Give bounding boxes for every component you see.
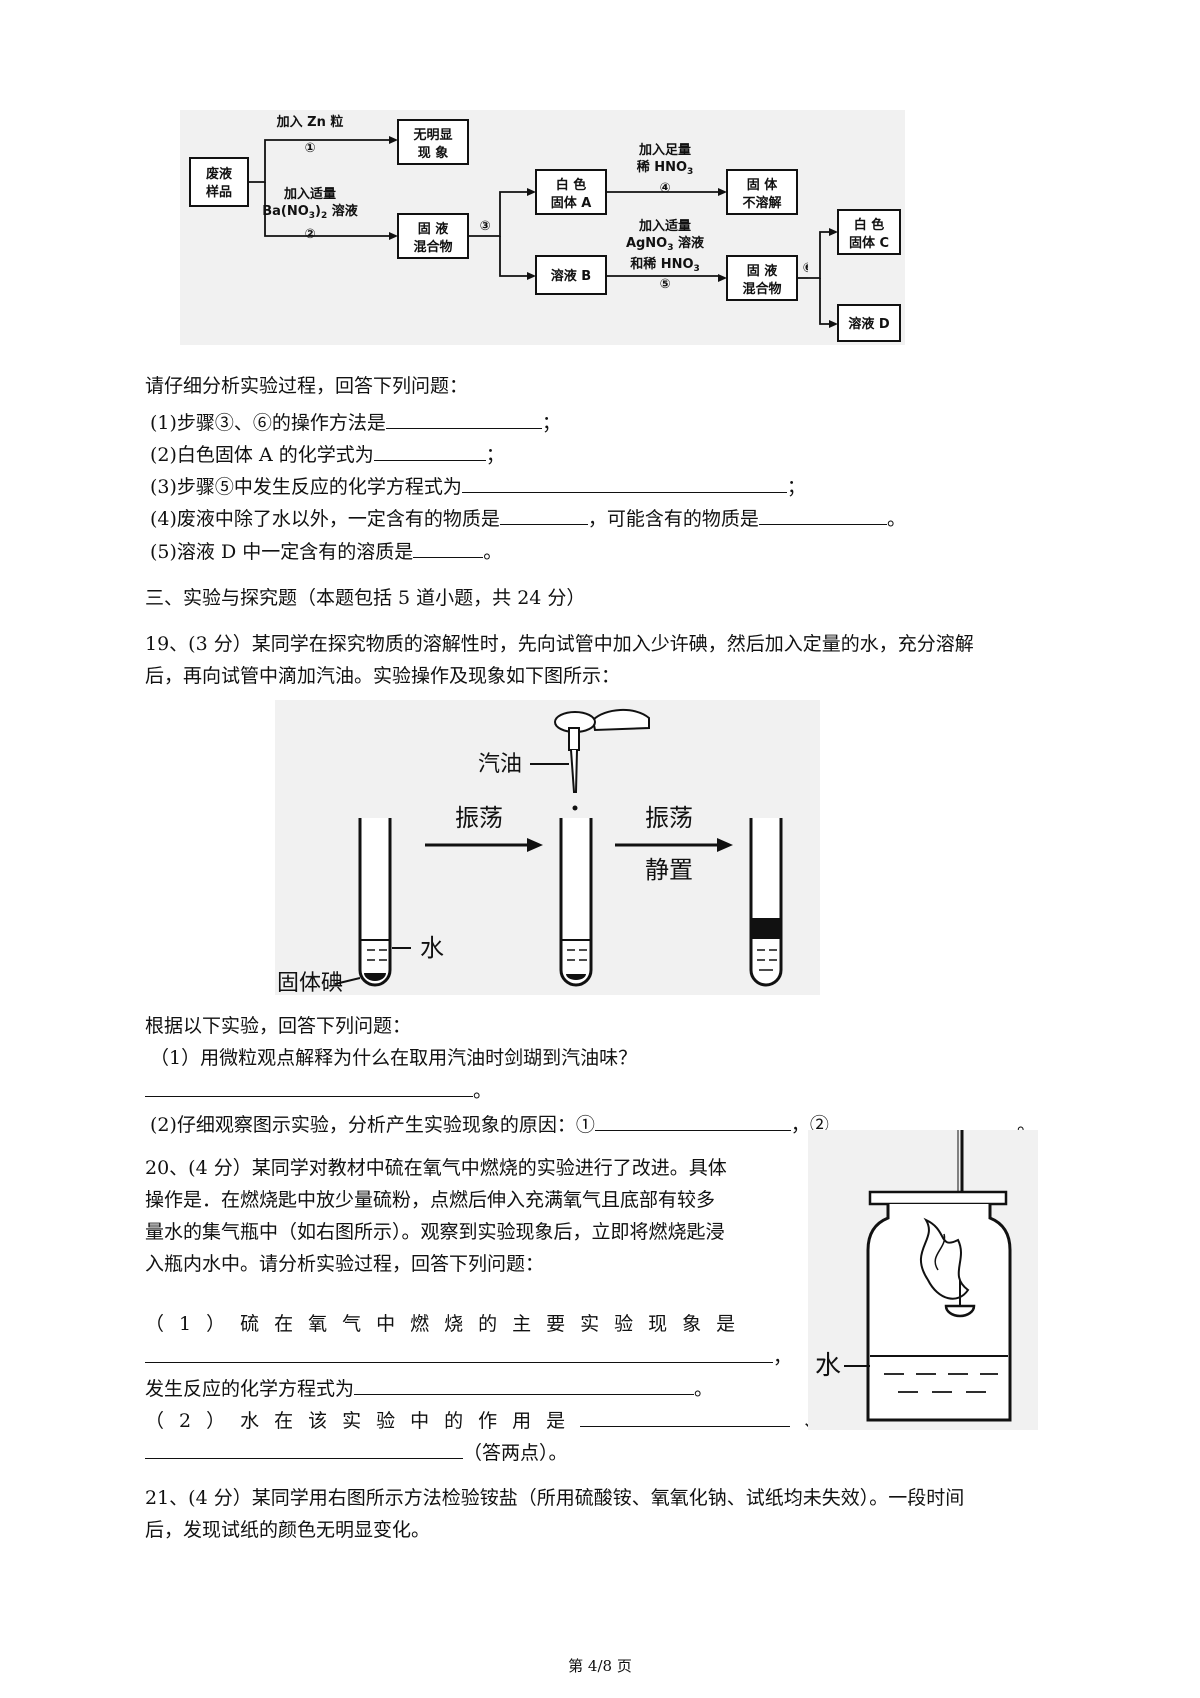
q21-line1: 21、(4 分）某同学用右图所示方法检验铵盐（所用硫酸铵、氧氧化钠、试纸均未失效…: [145, 1487, 965, 1509]
q18-part4: (4)废液中除了水以外，一定含有的物质是，可能含有的物质是。: [150, 504, 906, 533]
q19-part1: （1）用微粒观点解释为什么在取用汽油时剑瑚到汽油味？: [150, 1047, 638, 1069]
add-hno3-line2: 稀 HNO3: [637, 159, 694, 177]
q20-part1-answer: ，: [145, 1342, 792, 1371]
solid-insoluble-line1: 固 体: [747, 177, 779, 193]
q20-line4: 入瓶内水中。请分析实验过程，回答下列问题：: [145, 1253, 545, 1275]
add-agno3-line2: AgNO3 溶液: [626, 235, 704, 253]
mix2-line2: 混合物: [742, 281, 781, 297]
bano3-reagent-label: Ba(NO3)2 溶液: [262, 203, 358, 221]
add-hno3-line1: 加入足量: [638, 143, 691, 158]
solution-d-label: 溶液 D: [848, 316, 890, 332]
answer-blank[interactable]: [373, 440, 486, 461]
answer-blank[interactable]: [354, 1374, 695, 1395]
add-agno3-line1: 加入适量: [638, 218, 691, 234]
answer-blank[interactable]: [413, 537, 484, 558]
add-zn-label: 加入 Zn 粒: [276, 114, 344, 130]
stand-label: 静置: [645, 856, 693, 884]
q20-line2: 操作是．在燃烧匙中放少量硫粉，点燃后伸入充满氧气且底部有较多: [145, 1189, 716, 1211]
q19-line1: 19、(3 分）某同学在探究物质的溶解性时，先向试管中加入少许碘，然后加入定量的…: [145, 633, 974, 655]
q18-part5: (5)溶液 D 中一定含有的溶质是。: [150, 537, 502, 566]
solution-b-label: 溶液 B: [551, 268, 591, 284]
answer-blank[interactable]: [499, 504, 588, 525]
white-solid-c-line1: 白 色: [854, 217, 885, 233]
answer-blank[interactable]: [145, 1342, 773, 1363]
q19-line2: 后，再向试管中滴加汽油。实验操作及现象如下图所示：: [145, 665, 621, 687]
no-change-line1: 无明显: [412, 128, 452, 143]
answer-blank[interactable]: [385, 408, 542, 429]
box-white-solid-c: [837, 209, 901, 255]
answer-blank[interactable]: [580, 1406, 791, 1427]
white-solid-a-line1: 白 色: [556, 177, 587, 193]
q19-part1-answer: 。: [145, 1076, 492, 1105]
waste-sample-line1: 废液: [206, 166, 232, 182]
shake-label-2: 振荡: [645, 804, 693, 832]
section3-heading: 三、实验与探究题（本题包括 5 道小题，共 24 分）: [145, 587, 586, 609]
q18-intro: 请仔细分析实验过程，回答下列问题：: [145, 375, 469, 397]
shake-label-1: 振荡: [455, 804, 503, 832]
answer-blank[interactable]: [145, 1438, 463, 1459]
q18-part2: (2)白色固体 A 的化学式为；: [150, 440, 505, 469]
box-mix1: [397, 213, 469, 259]
step4-label: ④: [659, 181, 670, 196]
step1-label: ①: [304, 141, 315, 156]
box-solution-d: [837, 304, 901, 342]
test-tube-figure: 汽油 水 固体碘 振荡 振荡 静置: [275, 700, 820, 995]
q20-part1: （1）硫在氧气中燃烧的主要实验现象是: [145, 1313, 751, 1335]
mix1-line2: 混合物: [413, 239, 452, 255]
answer-blank[interactable]: [461, 472, 787, 493]
mix1-line1: 固 液: [418, 221, 449, 237]
add-bano3-label: 加入适量: [283, 186, 336, 202]
no-change-line2: 现 象: [418, 145, 449, 161]
step2-label: ②: [304, 227, 315, 242]
add-agno3-line3: 和稀 HNO3: [630, 256, 700, 274]
q18-part1: (1)步骤③、⑥的操作方法是；: [150, 408, 561, 437]
page-number: 第 4/8 页: [568, 1657, 632, 1675]
flowchart-figure-right: 白 色 固体 C 溶液 D: [808, 110, 905, 345]
q20-part1b: 发生反应的化学方程式为。: [145, 1374, 713, 1403]
box-solution-b: [535, 255, 607, 295]
q20-part2-answer: （答两点）。: [145, 1438, 568, 1467]
q19-after-figure: 根据以下实验，回答下列问题：: [145, 1015, 412, 1037]
waste-sample-line2: 样品: [206, 184, 232, 200]
gas-jar-figure: 水: [808, 1130, 1038, 1430]
box-waste-sample: [189, 157, 249, 207]
jar-water-label: 水: [815, 1351, 841, 1381]
mix2-line1: 固 液: [747, 263, 778, 279]
solid-insoluble-line2: 不溶解: [742, 195, 781, 211]
q21-line2: 后，发现试纸的颜色无明显变化。: [145, 1519, 431, 1541]
q20-part2: （2）水在该实验中的作用是、: [145, 1406, 823, 1435]
q18-part3: (3)步骤⑤中发生反应的化学方程式为；: [150, 472, 806, 501]
answer-blank[interactable]: [828, 1110, 1017, 1131]
box-mix2: [726, 255, 798, 301]
answer-blank[interactable]: [758, 504, 887, 525]
white-solid-c-line2: 固体 C: [849, 235, 889, 251]
box-solid-insoluble: [726, 169, 798, 215]
white-solid-a-line2: 固体 A: [551, 195, 592, 211]
q20-line3: 量水的集气瓶中（如右图所示）。观察到实验现象后，立即将燃烧匙浸: [145, 1221, 725, 1243]
box-no-change: [397, 119, 469, 165]
step3-label: ③: [479, 219, 490, 234]
flowchart-figure: 废液 样品 加入 Zn 粒 ① 无明显 现 象 加入适量 Ba(NO3)2 溶液…: [180, 110, 905, 345]
step5-label: ⑤: [659, 277, 670, 292]
solid-iodine-label: 固体碘: [277, 971, 343, 995]
answer-blank[interactable]: [145, 1076, 473, 1097]
gasoline-label: 汽油: [478, 752, 522, 777]
answer-blank[interactable]: [594, 1110, 791, 1131]
water-label: 水: [420, 934, 444, 962]
q20-line1: 20、(4 分）某同学对教材中硫在氧气中燃烧的实验进行了改进。具体: [145, 1157, 727, 1179]
